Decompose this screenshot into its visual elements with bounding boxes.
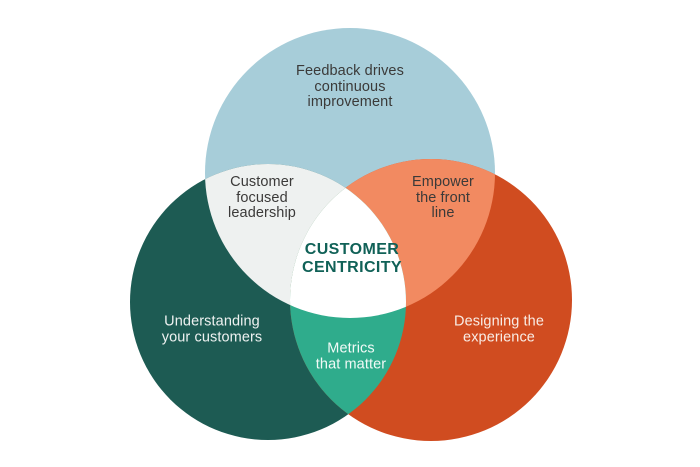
overlap-bottom-label: Metrics that matter xyxy=(315,340,387,372)
right-circle-label: Designing the experience xyxy=(454,313,544,345)
center-title: CUSTOMER CENTRICITY xyxy=(302,241,402,276)
top-circle-label: Feedback drives continuous improvement xyxy=(296,62,404,110)
overlap-top-left-label: Customer focused leadership xyxy=(228,173,296,221)
overlap-top-right-label: Empower the front line xyxy=(412,173,474,221)
left-circle-label: Understanding your customers xyxy=(161,313,263,345)
center-region xyxy=(290,164,406,318)
